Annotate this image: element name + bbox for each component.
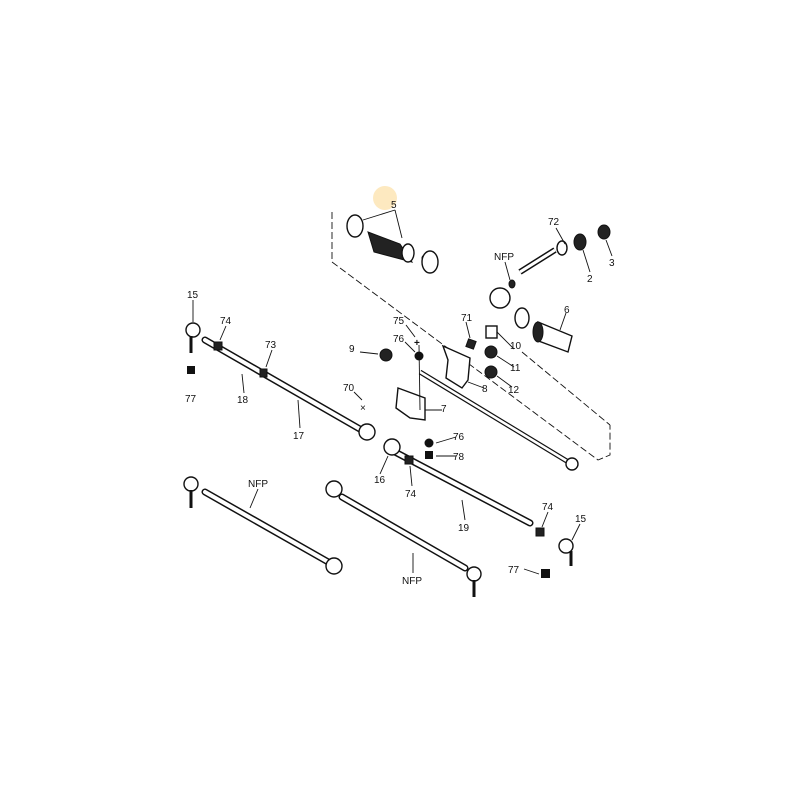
assembly-dashed-outline-2	[521, 351, 611, 426]
tie-rod-right	[383, 438, 574, 578]
tie-rod-nfp-middle	[325, 480, 482, 597]
highlight-marker	[373, 186, 397, 210]
callout-78: 78	[453, 452, 465, 463]
symbol-78-square	[425, 451, 433, 459]
symbol-70-cross: ×	[360, 403, 366, 414]
callout-18: 18	[237, 395, 249, 406]
callout-15-right: 15	[575, 514, 587, 525]
pinion-shaft	[508, 224, 611, 289]
callout-19: 19	[458, 523, 470, 534]
steering-rack-housing	[421, 250, 530, 329]
callout-11: 11	[510, 363, 521, 374]
callout-nfp-pinion: NFP	[494, 252, 514, 263]
callout-76-upper: 76	[393, 334, 405, 345]
callout-17: 17	[293, 431, 305, 442]
callout-15-left: 15	[187, 290, 199, 301]
assembly-dashed-outline	[331, 212, 611, 461]
callout-70: 70	[343, 383, 355, 394]
leader-lines	[192, 209, 613, 575]
callout-7: 7	[441, 404, 447, 415]
boot-right	[532, 320, 573, 353]
callout-75: 75	[393, 316, 405, 327]
callout-73: 73	[265, 340, 277, 351]
callout-nfp-left: NFP	[248, 479, 268, 490]
callout-77-left: 77	[185, 394, 197, 405]
bracket-8	[441, 344, 471, 389]
callout-71: 71	[461, 313, 473, 324]
callout-16: 16	[374, 475, 386, 486]
callout-5: 5	[391, 200, 397, 211]
callout-6: 6	[564, 305, 570, 316]
callout-10: 10	[510, 341, 522, 352]
callout-72: 72	[548, 217, 560, 228]
symbol-76-circle-2	[424, 438, 434, 448]
callout-74-right: 74	[542, 502, 554, 513]
tie-rod-nfp-left	[183, 476, 343, 575]
callout-12: 12	[508, 385, 520, 396]
callout-8: 8	[482, 384, 488, 395]
bolt-75-symbol: +	[414, 338, 420, 349]
symbol-76-circle	[414, 351, 424, 361]
rack-shaft	[418, 369, 579, 471]
callout-9: 9	[349, 344, 355, 355]
callout-74-middle: 74	[405, 489, 417, 500]
tie-rod-left	[185, 322, 376, 441]
boot-bellows	[346, 214, 415, 263]
callout-2: 2	[587, 274, 593, 285]
callout-3: 3	[609, 258, 615, 269]
adjuster-parts	[379, 325, 498, 379]
callout-74-left: 74	[220, 316, 232, 327]
callout-nfp-middle: NFP	[402, 576, 422, 587]
callout-76-lower: 76	[453, 432, 465, 443]
callout-77-right: 77	[508, 565, 520, 576]
bracket-7	[395, 387, 426, 421]
